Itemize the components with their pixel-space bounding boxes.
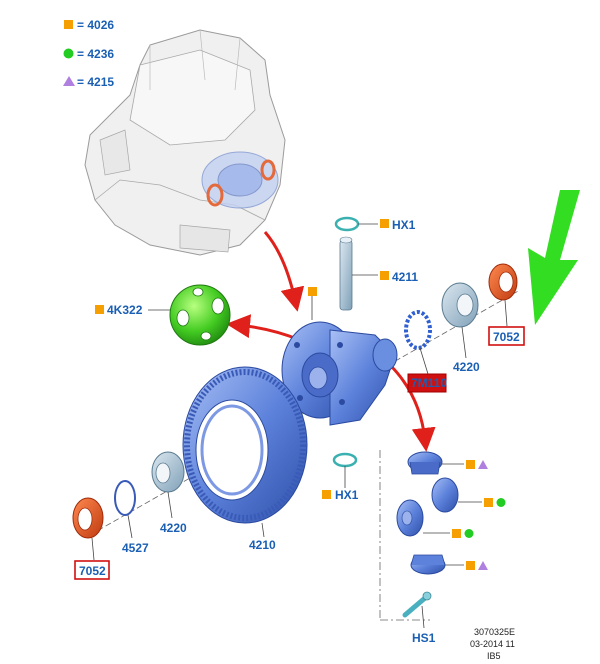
marker-square-icon	[322, 490, 331, 499]
marker-square-icon	[466, 460, 475, 469]
differential-case-4k322	[148, 284, 231, 346]
shim-4527	[114, 480, 136, 539]
label-4k322[interactable]: 4K322	[107, 303, 143, 317]
marker-triangle-icon	[478, 460, 488, 469]
marker-square-icon	[380, 271, 389, 280]
label-7052-right[interactable]: 7052	[493, 330, 520, 344]
label-4210[interactable]: 4210	[249, 538, 276, 552]
green-arrow-icon	[528, 190, 580, 325]
seal-7052-right	[488, 263, 518, 327]
label-hx1-top[interactable]: HX1	[392, 218, 416, 232]
highlight-box-7052-right	[488, 326, 525, 346]
screw-hs1	[402, 591, 432, 629]
hx1-bottom-clip	[332, 452, 358, 488]
legend-square-icon	[64, 20, 73, 29]
arrow-case-to-4k322	[226, 314, 301, 342]
label-hx1-bottom[interactable]: HX1	[335, 488, 359, 502]
label-4220-left[interactable]: 4220	[160, 521, 187, 535]
gear-stack	[396, 451, 482, 575]
highlight-box-7m110	[407, 373, 447, 393]
transmission-housing	[84, 29, 286, 256]
legend-item-4215: = 4215	[77, 75, 114, 89]
pin-4211	[339, 236, 378, 311]
label-4527[interactable]: 4527	[122, 541, 149, 555]
marker-square-icon	[95, 305, 104, 314]
doc-ref-line-1: 3070325E	[474, 627, 515, 637]
legend-circle-icon	[63, 48, 74, 59]
ring-gear-4210	[182, 366, 308, 538]
highlight-box-7052-left	[74, 560, 110, 580]
label-4220-right[interactable]: 4220	[453, 360, 480, 374]
legend-item-4236: = 4236	[77, 47, 114, 61]
marker-square-icon	[308, 287, 317, 296]
hx1-top-clip	[334, 216, 378, 232]
arrow-case-to-gears	[388, 363, 436, 452]
arrow-housing-to-case	[263, 231, 305, 312]
doc-ref-line-2: 03-2014 11	[470, 639, 515, 649]
label-7052-left[interactable]: 7052	[79, 564, 106, 578]
legend: = 4026 = 4236 = 4215	[63, 18, 114, 89]
marker-circle-icon	[496, 498, 506, 507]
bearing-4220-right	[441, 282, 479, 359]
marker-square-icon	[466, 561, 475, 570]
label-7m110[interactable]: 7M110	[411, 376, 447, 390]
marker-square-icon	[380, 219, 389, 228]
doc-ref-line-3: IB5	[487, 651, 501, 661]
label-hs1[interactable]: HS1	[412, 631, 436, 645]
legend-item-4026: = 4026	[77, 18, 114, 32]
bearing-4220-left	[151, 451, 185, 519]
document-reference: 3070325E 03-2014 11 IB5	[470, 627, 515, 661]
marker-circle-icon	[464, 529, 474, 538]
marker-square-icon	[484, 498, 493, 507]
differential-housing	[281, 321, 398, 426]
seal-7052-left	[72, 497, 104, 561]
label-4211[interactable]: 4211	[392, 270, 418, 284]
sensor-ring-7m110	[404, 310, 432, 375]
marker-square-icon	[452, 529, 461, 538]
legend-triangle-icon	[63, 76, 75, 86]
marker-triangle-icon	[478, 561, 488, 570]
